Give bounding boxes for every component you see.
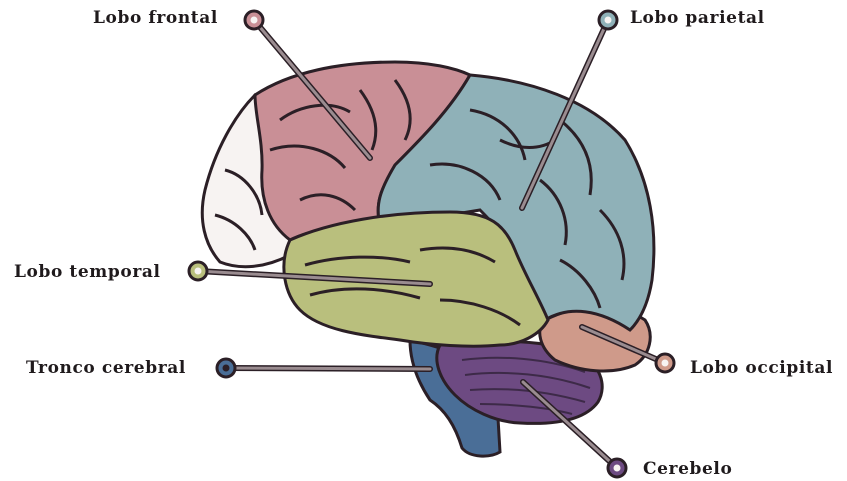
pin-parietal [599, 11, 617, 29]
label-brainstem: Tronco cerebral [26, 358, 186, 378]
pin-temporal [189, 262, 207, 280]
label-temporal-lobe: Lobo temporal [14, 262, 161, 282]
pin-cerebellum [608, 459, 626, 477]
pin-brainstem [217, 359, 235, 377]
label-frontal-lobe: Lobo frontal [93, 8, 218, 28]
label-parietal-lobe: Lobo parietal [630, 8, 765, 28]
label-occipital-lobe: Lobo occipital [690, 358, 833, 378]
pin-occipital [656, 354, 674, 372]
label-cerebellum: Cerebelo [643, 459, 732, 479]
pin-frontal [245, 11, 263, 29]
